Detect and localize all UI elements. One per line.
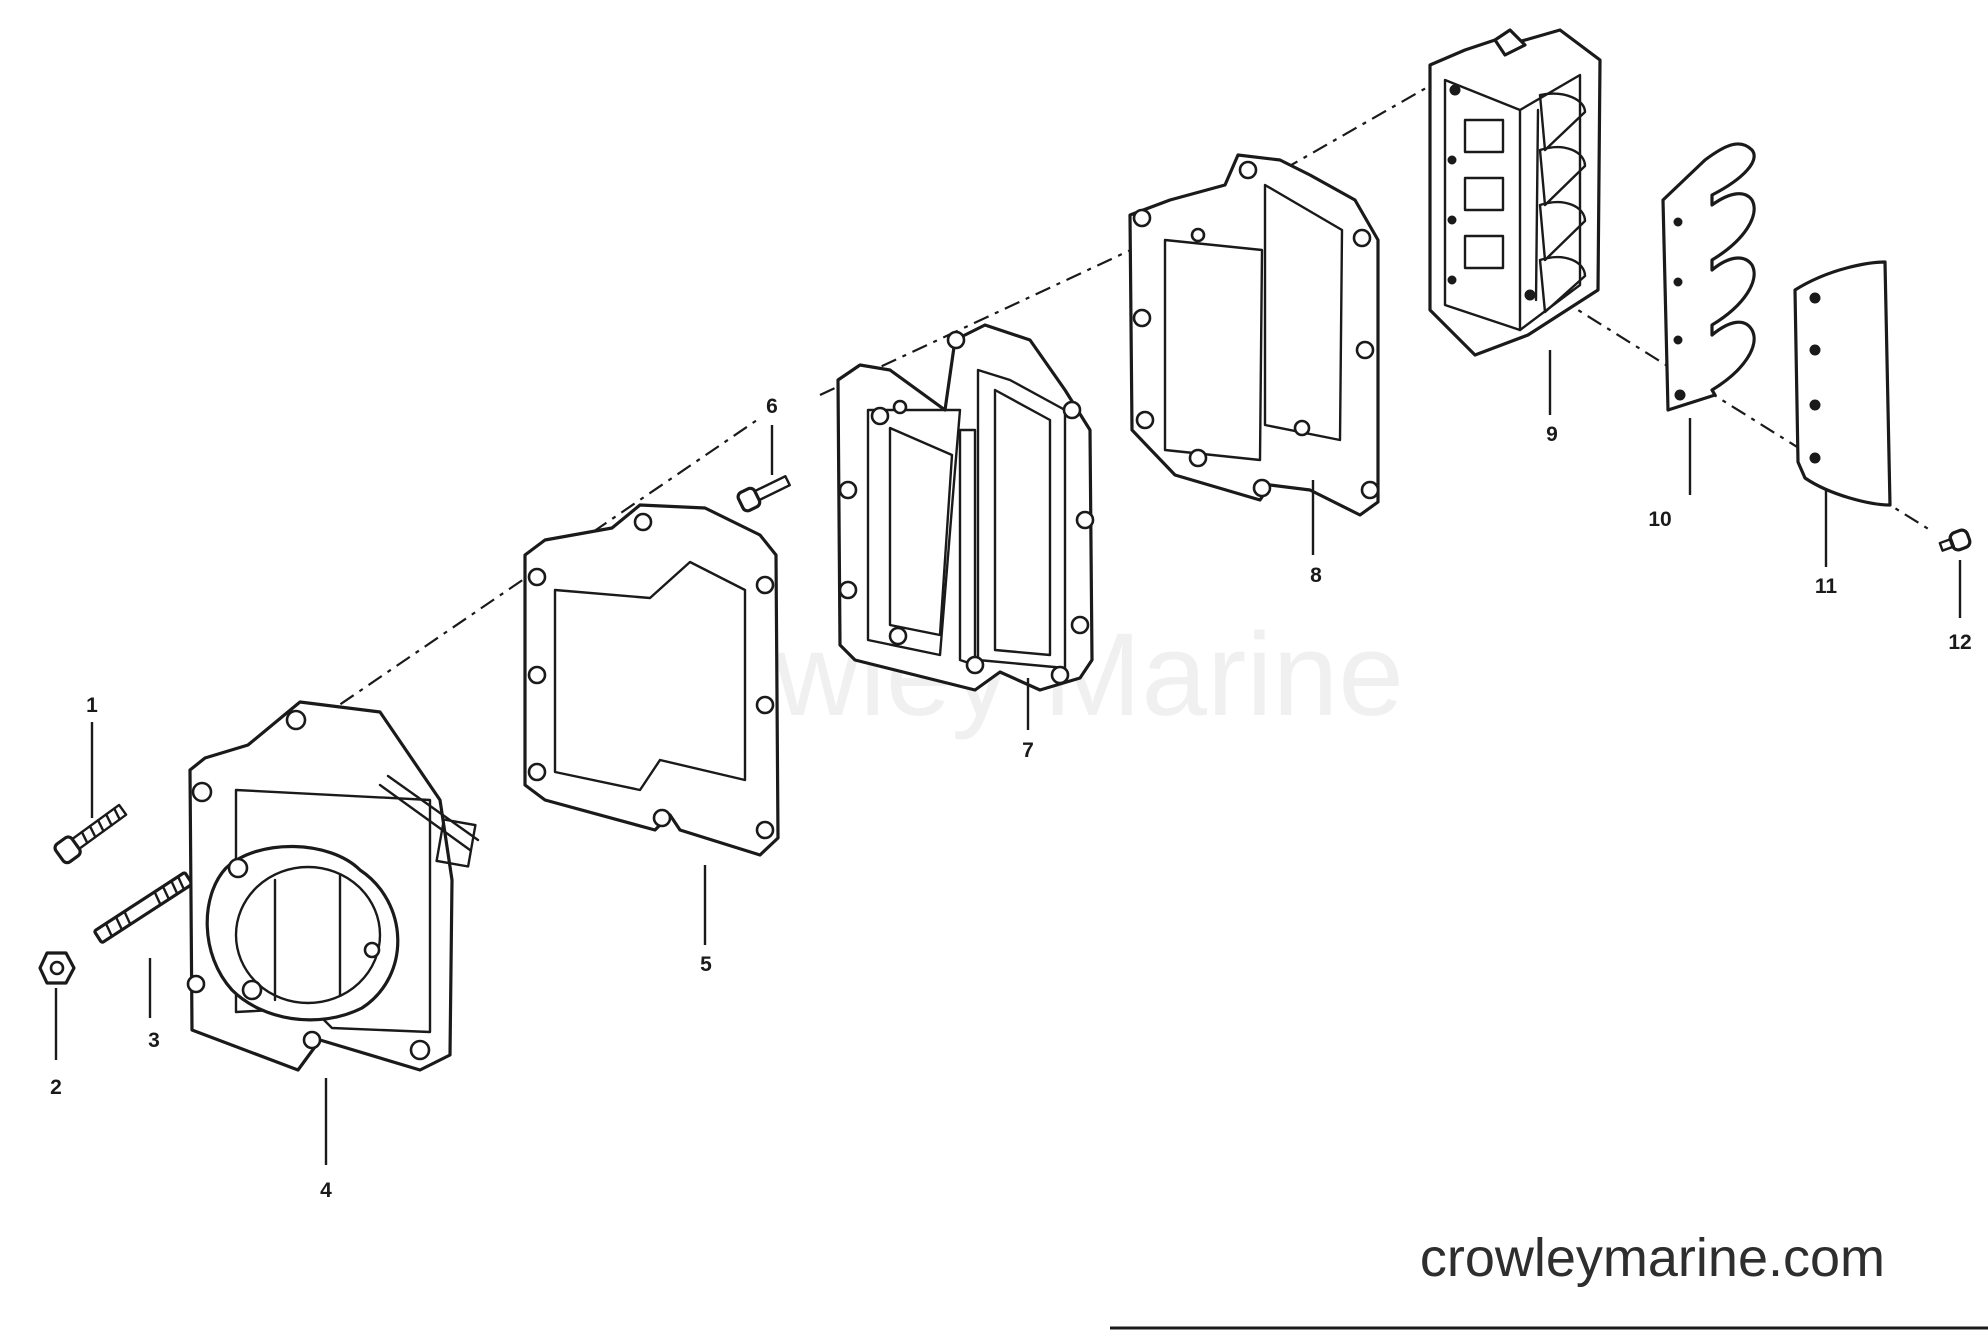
part-9-reed-cage (1428, 28, 1602, 357)
callout-4: 4 (320, 1179, 332, 1202)
callout-12: 12 (1948, 631, 1971, 654)
callout-6: 6 (766, 395, 778, 418)
part-4-adaptor-plate (186, 700, 480, 1072)
part-1-screw (53, 803, 128, 865)
part-10-reed (1661, 142, 1756, 412)
part-12-screw (1938, 528, 1972, 552)
callout-9: 9 (1546, 423, 1558, 446)
site-url: crowleymarine.com (1420, 1228, 1885, 1288)
leader-lines (54, 350, 1962, 1165)
part-7-reed-housing (836, 323, 1095, 692)
callout-10: 10 (1648, 508, 1671, 531)
callout-5: 5 (700, 953, 712, 976)
callout-7: 7 (1022, 739, 1034, 762)
assembly-centerline (199, 79, 1931, 801)
part-8-gasket (1128, 153, 1380, 517)
part-2-nut (38, 951, 76, 985)
callout-8: 8 (1310, 564, 1322, 587)
part-5-gasket (523, 503, 780, 857)
part-6-screw (736, 475, 791, 513)
callout-3: 3 (148, 1029, 160, 1052)
part-11-reed-stop (1793, 260, 1892, 507)
callout-2: 2 (50, 1076, 62, 1099)
part-3-stud (93, 871, 194, 944)
callout-11: 11 (1815, 575, 1838, 598)
callout-1: 1 (86, 694, 98, 717)
